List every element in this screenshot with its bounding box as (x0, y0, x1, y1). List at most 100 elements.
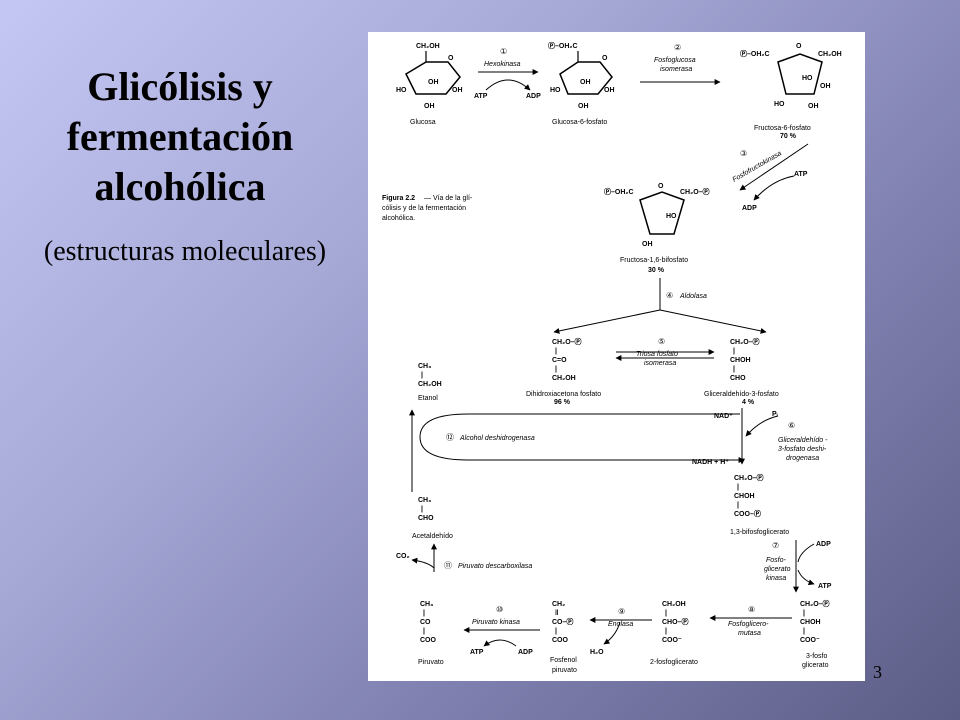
svg-text:CH₂O–Ⓟ: CH₂O–Ⓟ (734, 473, 764, 482)
svg-text:Triosa fosfato: Triosa fosfato (636, 351, 678, 358)
svg-text:70 %: 70 % (780, 133, 797, 140)
svg-text:96 %: 96 % (554, 399, 571, 406)
step-3-phosphofructokinase: ③ Fosfofructokinasa ATP ADP (732, 143, 809, 212)
step-9-enolase: ⑨ Enolasa H₂O (589, 607, 652, 656)
svg-text:OH: OH (428, 79, 439, 86)
slide-title: Glicólisis y fermentación alcohólica (30, 62, 330, 212)
step-6-gap-dehydrogenase: Pᵢ ⑥ Gliceraldehído - 3-fosfato deshi- d… (739, 408, 828, 465)
page-number: 3 (873, 662, 882, 682)
svg-text:glicerato: glicerato (802, 662, 829, 669)
svg-text:‖: ‖ (555, 610, 558, 617)
2-phosphoglycerate-structure: CH₂OH | CHO–Ⓟ | COO⁻ 2-fosfoglicerato (650, 601, 698, 666)
svg-text:OH: OH (578, 103, 589, 110)
svg-text:OH: OH (580, 79, 591, 86)
svg-text:Fosfoglicero-: Fosfoglicero- (728, 621, 769, 628)
svg-text:3-fosfo: 3-fosfo (806, 653, 828, 660)
svg-text:CH₂O–Ⓟ: CH₂O–Ⓟ (680, 187, 710, 196)
svg-text:O: O (448, 55, 454, 62)
svg-text:Ⓟ–OH₂C: Ⓟ–OH₂C (740, 49, 770, 58)
svg-text:⑧: ⑧ (748, 605, 755, 614)
svg-text:ADP: ADP (742, 205, 757, 212)
svg-text:OH: OH (424, 103, 435, 110)
svg-text:|: | (421, 372, 423, 379)
svg-text:glicerato: glicerato (764, 566, 791, 573)
gap-structure: CH₂O–Ⓟ | CHOH | CHO Gliceraldehído-3-fos… (704, 337, 779, 406)
svg-text:OH: OH (820, 83, 831, 90)
figure-caption: Figura 2.2 — Vía de la glí- cólisis y de… (382, 195, 473, 222)
svg-text:Glucosa-6-fosfato: Glucosa-6-fosfato (552, 119, 607, 126)
svg-text:O: O (602, 55, 608, 62)
svg-text:|: | (737, 484, 739, 491)
svg-text:Figura 2.2: Figura 2.2 (382, 195, 415, 202)
step-5-triose-isomerase: ⑤ Triosa fosfato isomerasa (615, 337, 715, 367)
svg-text:Piruvato: Piruvato (418, 659, 444, 666)
svg-text:Ⓟ–OH₂C: Ⓟ–OH₂C (548, 41, 578, 50)
svg-text:COO⁻: COO⁻ (800, 637, 820, 644)
svg-text:Fosfoglucosa: Fosfoglucosa (654, 57, 696, 64)
svg-text:Alcohol deshidrogenasa: Alcohol deshidrogenasa (459, 435, 535, 442)
step-4-aldolase: ④ Aldolasa (553, 278, 767, 334)
3-phosphoglycerate-structure: CH₂O–Ⓟ | CHOH | COO⁻ 3-fosfo glicerato (800, 599, 830, 669)
svg-text:CHOH: CHOH (734, 493, 755, 500)
svg-text:OH: OH (452, 87, 463, 94)
svg-text:COO–Ⓟ: COO–Ⓟ (734, 509, 761, 518)
svg-text:⑩: ⑩ (496, 605, 503, 614)
svg-text:OH: OH (604, 87, 615, 94)
svg-text:①: ① (500, 47, 507, 56)
svg-text:COO: COO (420, 637, 437, 644)
slide-subtitle: (estructuras moleculares) (43, 236, 327, 267)
svg-text:ADP: ADP (526, 93, 541, 100)
svg-text:|: | (733, 366, 735, 373)
svg-text:30 %: 30 % (648, 267, 665, 274)
svg-text:CH₂OH: CH₂OH (662, 601, 686, 608)
svg-text:CH₃: CH₃ (420, 601, 433, 608)
svg-text:⑨: ⑨ (618, 607, 625, 616)
svg-text:⑦: ⑦ (772, 541, 779, 550)
step-2-isomerase: ② Fosfoglucosa isomerasa (640, 43, 721, 85)
step-10-pyruvate-kinase: ⑩ Piruvato kinasa ADP ATP (463, 605, 540, 656)
svg-text:ADP: ADP (518, 649, 533, 656)
svg-text:|: | (555, 628, 557, 635)
svg-text:Gliceraldehído-3-fosfato: Gliceraldehído-3-fosfato (704, 391, 779, 398)
svg-text:HO: HO (396, 87, 407, 94)
svg-text:CHO: CHO (418, 515, 434, 522)
svg-text:CHO–Ⓟ: CHO–Ⓟ (662, 617, 688, 626)
svg-text:⑥: ⑥ (788, 421, 795, 430)
svg-text:Piruvato kinasa: Piruvato kinasa (472, 619, 520, 626)
svg-text:CHOH: CHOH (730, 357, 751, 364)
svg-text:2-fosfoglicerato: 2-fosfoglicerato (650, 659, 698, 666)
svg-text:ATP: ATP (794, 171, 808, 178)
svg-text:|: | (555, 366, 557, 373)
svg-text:Aldolasa: Aldolasa (679, 293, 707, 300)
pathway-figure: CH₂OH O OH HO OH OH Glucosa ① Hexokinasa… (368, 32, 865, 681)
svg-text:HO: HO (666, 213, 677, 220)
svg-text:Pᵢ: Pᵢ (772, 411, 778, 418)
title-line-2: fermentación (66, 114, 294, 159)
svg-text:Fosfo-: Fosfo- (766, 557, 787, 564)
svg-text:COO⁻: COO⁻ (662, 637, 682, 644)
svg-text:|: | (423, 610, 425, 617)
svg-text:ATP: ATP (474, 93, 488, 100)
svg-text:CH₂: CH₂ (552, 601, 565, 608)
svg-text:CH₂OH: CH₂OH (418, 381, 442, 388)
svg-text:Fosfenol: Fosfenol (550, 657, 577, 664)
svg-text:Enolasa: Enolasa (608, 621, 633, 628)
svg-text:CHO: CHO (730, 375, 746, 382)
svg-text:3-fosfato deshi-: 3-fosfato deshi- (778, 446, 827, 453)
fructose-6-phosphate-structure: Ⓟ–OH₂C O CH₂OH HO OH HO OH Fructosa-6-fo… (740, 43, 842, 140)
svg-text:O: O (796, 43, 802, 50)
svg-text:NAD⁺: NAD⁺ (714, 413, 733, 420)
bpg-structure: CH₂O–Ⓟ | CHOH | COO–Ⓟ 1,3-bifosfoglicera… (730, 473, 789, 536)
glucose-6-phosphate-structure: Ⓟ–OH₂C O OH HO OH OH Glucosa-6-fosfato (548, 41, 615, 126)
svg-text:isomerasa: isomerasa (644, 360, 676, 367)
svg-text:H₂O: H₂O (590, 649, 604, 656)
svg-text:Etanol: Etanol (418, 395, 438, 402)
svg-text:Piruvato descarboxilasa: Piruvato descarboxilasa (458, 563, 532, 570)
svg-text:⑫: ⑫ (446, 433, 454, 442)
svg-text:ADP: ADP (816, 541, 831, 548)
svg-text:O: O (658, 183, 664, 190)
svg-text:CH₂O–Ⓟ: CH₂O–Ⓟ (730, 337, 760, 346)
svg-text:②: ② (674, 43, 681, 52)
svg-text:Glucosa: Glucosa (410, 119, 436, 126)
pathway-diagram: CH₂OH O OH HO OH OH Glucosa ① Hexokinasa… (382, 41, 842, 674)
